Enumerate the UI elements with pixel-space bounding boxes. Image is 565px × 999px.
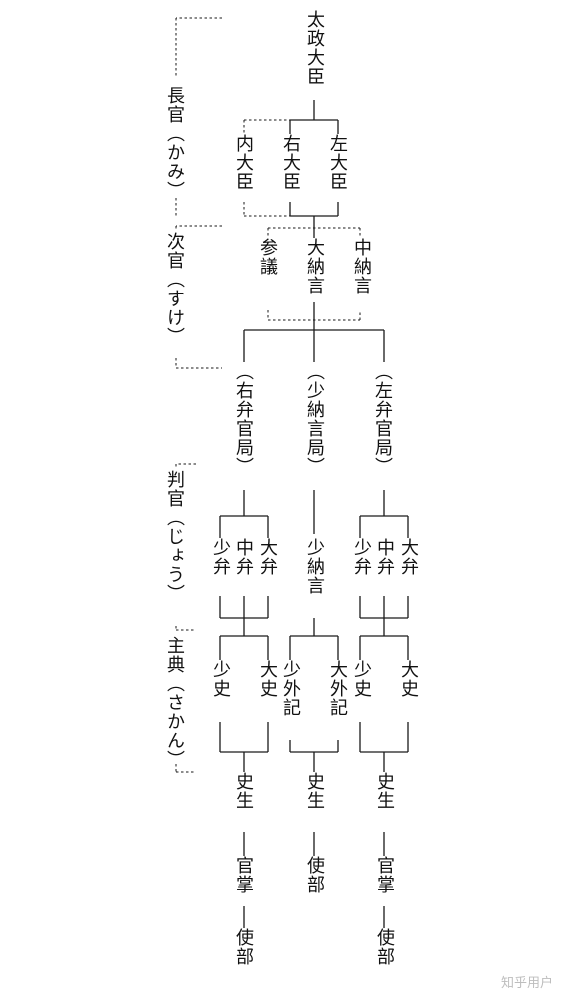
node-dainagon: 大納言	[304, 238, 325, 295]
node-left-kanjo: 官掌	[374, 856, 395, 894]
rank-jo-label: 判官（じょう）	[164, 470, 185, 603]
node-right-shoben: 少弁	[210, 538, 231, 576]
node-right-chuben: 中弁	[233, 538, 254, 576]
rank-sakan-label: 主典（さかん）	[164, 636, 185, 769]
watermark: 知乎用户	[500, 976, 553, 991]
rank-suke-label: 次官（すけ）	[164, 232, 185, 346]
node-dajo-daijin: 太政大臣	[304, 10, 325, 86]
node-sangi: 参議	[257, 238, 278, 276]
node-center-shibu: 使部	[304, 856, 325, 894]
node-nai-daijin: 内大臣	[233, 134, 254, 191]
node-sho-geki: 少外記	[280, 660, 301, 717]
node-left-shoben: 少弁	[351, 538, 372, 576]
node-ubenkan: （右弁官局）	[233, 362, 254, 476]
node-right-kanjo: 官掌	[233, 856, 254, 894]
node-left-daiben: 大弁	[398, 538, 419, 576]
node-chunagon: 中納言	[351, 238, 372, 295]
node-u-daijin: 右大臣	[280, 134, 301, 191]
node-sa-daijin: 左大臣	[327, 134, 348, 191]
node-right-shibu: 使部	[233, 928, 254, 966]
node-right-daiben: 大弁	[257, 538, 278, 576]
node-right-shisho: 史生	[233, 772, 254, 810]
node-left-chuben: 中弁	[374, 538, 395, 576]
node-dai-geki: 大外記	[327, 660, 348, 717]
node-shonagon-kyoku: （少納言局）	[304, 362, 325, 476]
node-sabenkan: （左弁官局）	[372, 362, 393, 476]
node-left-shibu: 使部	[374, 928, 395, 966]
rank-kami-label: 長官（かみ）	[164, 86, 185, 200]
node-left-daishi: 大史	[398, 660, 419, 698]
node-shonagon: 少納言	[304, 538, 325, 595]
node-left-shisho: 史生	[374, 772, 395, 810]
node-center-shisho: 史生	[304, 772, 325, 810]
node-left-shoshi: 少史	[351, 660, 372, 698]
node-right-shoshi: 少史	[210, 660, 231, 698]
node-right-daishi: 大史	[257, 660, 278, 698]
